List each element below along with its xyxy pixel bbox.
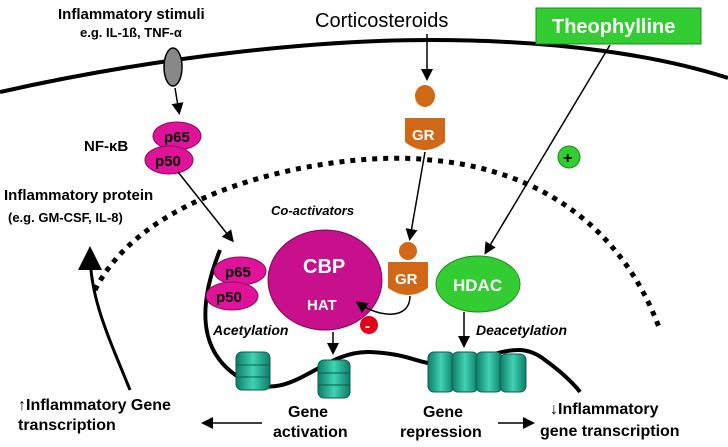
inflammatory-protein-label: Inflammatory protein [4,187,153,204]
hdac-complex [435,255,521,313]
cbp-label: CBP [303,256,345,278]
nucleosome-icon [235,351,271,391]
arrow-nucleus-to-protein [78,246,132,391]
deacetylation-label: Deacetylation [476,322,567,338]
gr-cytoplasm [405,118,445,150]
theophylline-box [535,7,702,45]
down-inflammatory-line1: ↓Inflammatory [550,401,659,418]
p65-nucleus-label: p65 [225,264,251,281]
minus-sign-label: - [365,318,370,335]
arrow-gr-to-nucleus [405,151,426,241]
stimuli-examples-label: e.g. IL-1ß, TNF-α [80,25,182,40]
hat-label: HAT [307,297,337,314]
corticosteroids-label: Corticosteroids [315,10,448,32]
p65-cytoplasm-label: p65 [164,129,190,146]
plus-sign-icon [557,145,581,169]
steroid-molecule-nucleus-icon [399,242,417,260]
p50-nucleus [205,281,259,311]
gene-activation-line2: activation [273,424,348,441]
up-inflammatory-line2: transcription [18,417,116,434]
gene-repression-line1: Gene [423,404,463,421]
gene-repression-line2: repression [400,424,482,441]
p50-nucleus-label: p50 [216,289,242,306]
arrow-gr-inhibits-hat [355,295,411,315]
arrow-nfkb-to-nucleus [177,171,234,243]
inflammatory-stimuli-label: Inflammatory stimuli [58,6,205,23]
gr-nucleus-label: GR [395,271,418,288]
cell-membrane [0,37,728,94]
cbp-complex [267,229,383,331]
down-inflammatory-line2: gene transcription [540,423,680,440]
acetylation-label: Acetylation [212,322,288,338]
protein-examples-label: (e.g. GM-CSF, IL-8) [8,210,123,225]
p50-cytoplasm-label: p50 [155,153,181,170]
nucleosome-icon [317,359,351,399]
arrow-receptor-to-nfkb [171,87,184,115]
hdac-label: HDAC [453,276,502,295]
nfkb-label: NF-κB [84,138,128,155]
theophylline-label: Theophylline [552,16,675,38]
steroid-molecule-icon [415,85,435,107]
arrow-theophylline-to-hdac [484,44,611,255]
up-inflammatory-line1: ↑Inflammatory Gene [18,397,171,414]
p50-cytoplasm [144,145,194,175]
minus-sign-icon [360,316,378,334]
gene-activation-line1: Gene [288,404,328,421]
plus-sign-label: + [563,150,572,167]
gr-cytoplasm-label: GR [412,127,435,144]
membrane-receptor-icon [163,47,183,87]
nucleosome-icon [427,351,527,393]
dna-strand [203,249,582,394]
gr-nucleus [388,262,428,295]
nuclear-membrane [92,155,663,331]
co-activators-label: Co-activators [271,203,354,218]
